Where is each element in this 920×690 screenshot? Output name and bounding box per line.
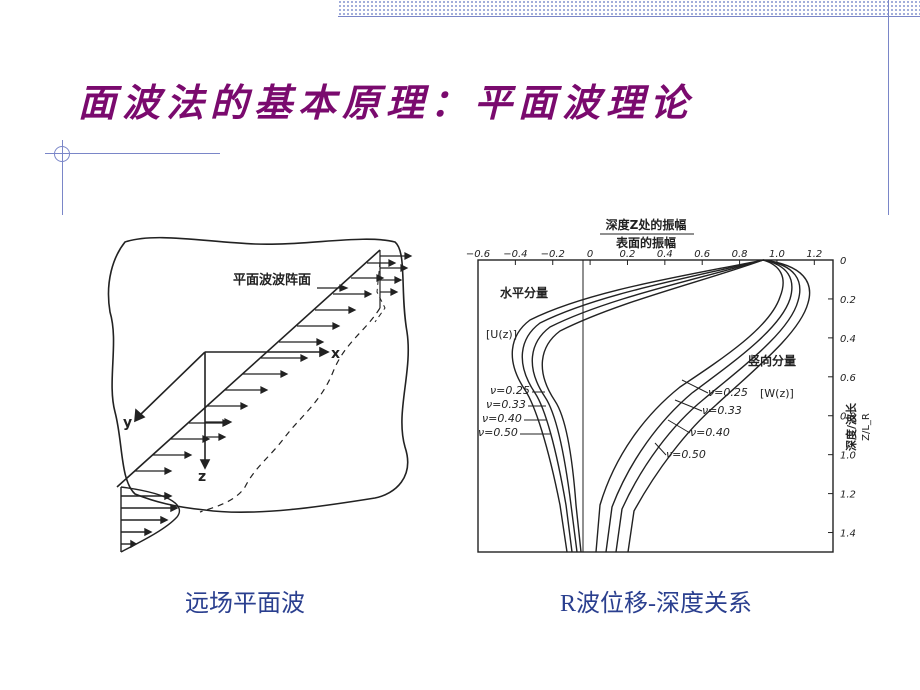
horizontal-label: 水平分量 [500, 285, 548, 300]
caption-left: 远场平面波 [185, 591, 305, 617]
right-axis-label: 深度/波长 [844, 402, 858, 451]
y-tick-label: 1.0 [840, 451, 856, 462]
x-tick-label: −0.6 [466, 249, 490, 260]
nu-right-4: ν=0.50 [666, 448, 706, 461]
nu-right-3: ν=0.40 [690, 426, 730, 439]
r-wave-depth-chart: 深度Z处的振幅 表面的振幅 −0.6 −0.4 −0.2 0 0.2 0.4 0.6 0.8 1… [466, 217, 872, 553]
x-tick-label: −0.2 [541, 249, 565, 260]
x-tick-label: 0.2 [620, 249, 636, 260]
y-tick-label: 0.2 [840, 295, 856, 306]
left-rule [45, 153, 220, 154]
axis-z-label: z [198, 469, 206, 485]
x-tick-label: −0.4 [503, 249, 527, 260]
axis-y-label: y [123, 415, 132, 431]
vertical-label: 竖向分量 [748, 353, 796, 368]
y-tick-label: 0.4 [840, 334, 856, 345]
horizontal-symbol: [U(z)] [486, 328, 517, 341]
y-tick-label: 0.6 [840, 373, 856, 384]
axis-x-label: x [331, 346, 340, 362]
x-tick-labels: −0.6 −0.4 −0.2 0 0.2 0.4 0.6 0.8 1.0 1.2 [466, 249, 822, 260]
left-vertical-rule [62, 140, 63, 215]
nu-left-3: ν=0.40 [482, 412, 522, 425]
nu-left-4: ν=0.50 [478, 426, 518, 439]
page-title: 面波法的基本原理：平面波理论 [78, 80, 695, 125]
x-tick-label: 0.8 [732, 249, 748, 260]
caption-right: R波位移-深度关系 [560, 591, 752, 617]
x-tick-label: 0.6 [694, 249, 710, 260]
y-tick-label: 0 [840, 256, 846, 267]
wavefront-label: 平面波波阵面 [233, 272, 311, 288]
y-tick-label: 0.8 [840, 412, 856, 423]
top-rule [338, 16, 920, 17]
y-tick-label: 1.4 [840, 529, 856, 540]
x-tick-label: 1.0 [769, 249, 785, 260]
right-rule [888, 0, 889, 215]
nu-right-1: ν=0.25 [708, 386, 748, 399]
x-tick-label: 0.4 [657, 249, 673, 260]
nu-left-1: ν=0.25 [490, 384, 530, 397]
x-tick-label: 0 [587, 249, 593, 260]
top-title-line1: 深度Z处的振幅 [606, 217, 687, 232]
dotted-banner [338, 0, 920, 16]
ring-ornament-icon [54, 146, 70, 162]
plane-wave-figure: x y z 平面波波阵面 [107, 236, 413, 553]
y-tick-labels: 0 0.2 0.4 0.6 0.8 1.0 1.2 1.4 [840, 256, 856, 540]
right-axis-ratio: Z/L_R [861, 413, 872, 441]
y-tick-label: 1.2 [840, 490, 856, 501]
nu-right-2: ν=0.33 [702, 404, 742, 417]
vertical-symbol: [W(z)] [760, 387, 794, 400]
x-tick-label: 1.2 [806, 249, 822, 260]
top-title-line2: 表面的振幅 [615, 235, 676, 250]
nu-left-2: ν=0.33 [486, 398, 526, 411]
